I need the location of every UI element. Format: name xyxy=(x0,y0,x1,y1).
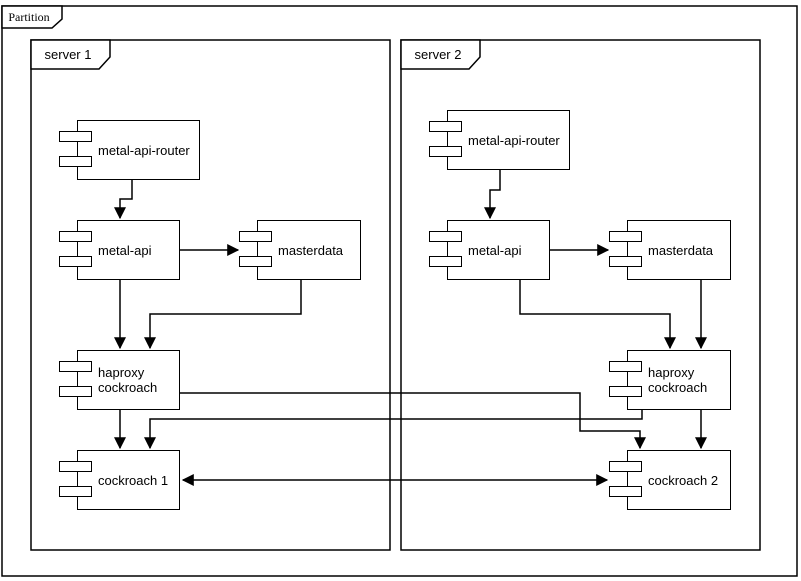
component-label-line2: cockroach xyxy=(98,380,158,395)
component-port-icon xyxy=(429,231,462,242)
component-port-icon xyxy=(59,231,92,242)
edge-s2-haproxy-to-cockroach1[interactable] xyxy=(144,410,643,450)
component-s1-metal-api[interactable]: metal-api xyxy=(59,220,180,280)
edge-s2-api-to-haproxy[interactable] xyxy=(519,280,676,350)
component-label: masterdata xyxy=(648,242,714,258)
component-label: cockroach 2 xyxy=(648,472,719,488)
edge-s1-haproxy-to-cockroach2[interactable] xyxy=(180,392,646,450)
component-port-icon xyxy=(59,131,92,142)
component-label: cockroach 1 xyxy=(98,472,169,488)
component-port-icon xyxy=(609,486,642,497)
component-port-icon xyxy=(429,256,462,267)
component-s2-metal-api-router[interactable]: metal-api-router xyxy=(429,110,570,170)
component-port-icon xyxy=(59,361,92,372)
server2-label: server 2 xyxy=(414,46,462,62)
component-label: metal-api xyxy=(98,242,152,258)
component-label-line1: haproxy xyxy=(648,365,695,380)
component-label: masterdata xyxy=(278,242,344,258)
component-port-icon xyxy=(609,256,642,267)
component-label-line1: haproxy xyxy=(98,365,145,380)
component-port-icon xyxy=(609,361,642,372)
component-port-icon xyxy=(59,156,92,167)
server1-frame[interactable] xyxy=(30,39,391,551)
server1-label: server 1 xyxy=(44,46,92,62)
component-label-line2: cockroach xyxy=(648,380,708,395)
component-port-icon xyxy=(609,386,642,397)
component-s1-haproxy-cockroach[interactable]: haproxy cockroach xyxy=(59,350,180,410)
component-port-icon xyxy=(59,486,92,497)
component-port-icon xyxy=(609,231,642,242)
partition-frame-tab[interactable] xyxy=(1,5,63,29)
component-port-icon xyxy=(429,146,462,157)
component-port-icon xyxy=(429,121,462,132)
server1-frame-tab[interactable] xyxy=(30,39,111,70)
component-s2-masterdata[interactable]: masterdata xyxy=(609,220,731,280)
edge-s1-masterdata-to-haproxy[interactable] xyxy=(144,280,302,350)
edge-s2-router-to-api[interactable] xyxy=(484,170,501,220)
component-port-icon xyxy=(59,256,92,267)
component-s2-cockroach-2[interactable]: cockroach 2 xyxy=(609,450,731,510)
component-label: metal-api xyxy=(468,242,522,258)
server2-frame[interactable] xyxy=(400,39,761,551)
component-port-icon xyxy=(609,461,642,472)
component-port-icon xyxy=(59,386,92,397)
partition-frame[interactable] xyxy=(1,5,798,577)
edge-s1-router-to-api[interactable] xyxy=(114,180,133,220)
component-s1-metal-api-router[interactable]: metal-api-router xyxy=(59,120,200,180)
component-port-icon xyxy=(59,461,92,472)
component-s1-masterdata[interactable]: masterdata xyxy=(239,220,361,280)
component-port-icon xyxy=(239,256,272,267)
partition-label: Partition xyxy=(8,9,50,24)
component-label: metal-api-router xyxy=(468,132,560,148)
component-s1-cockroach-1[interactable]: cockroach 1 xyxy=(59,450,180,510)
server2-frame-tab[interactable] xyxy=(400,39,481,70)
component-port-icon xyxy=(239,231,272,242)
component-label: metal-api-router xyxy=(98,142,190,158)
component-s2-metal-api[interactable]: metal-api xyxy=(429,220,550,280)
component-s2-haproxy-cockroach[interactable]: haproxy cockroach xyxy=(609,350,731,410)
